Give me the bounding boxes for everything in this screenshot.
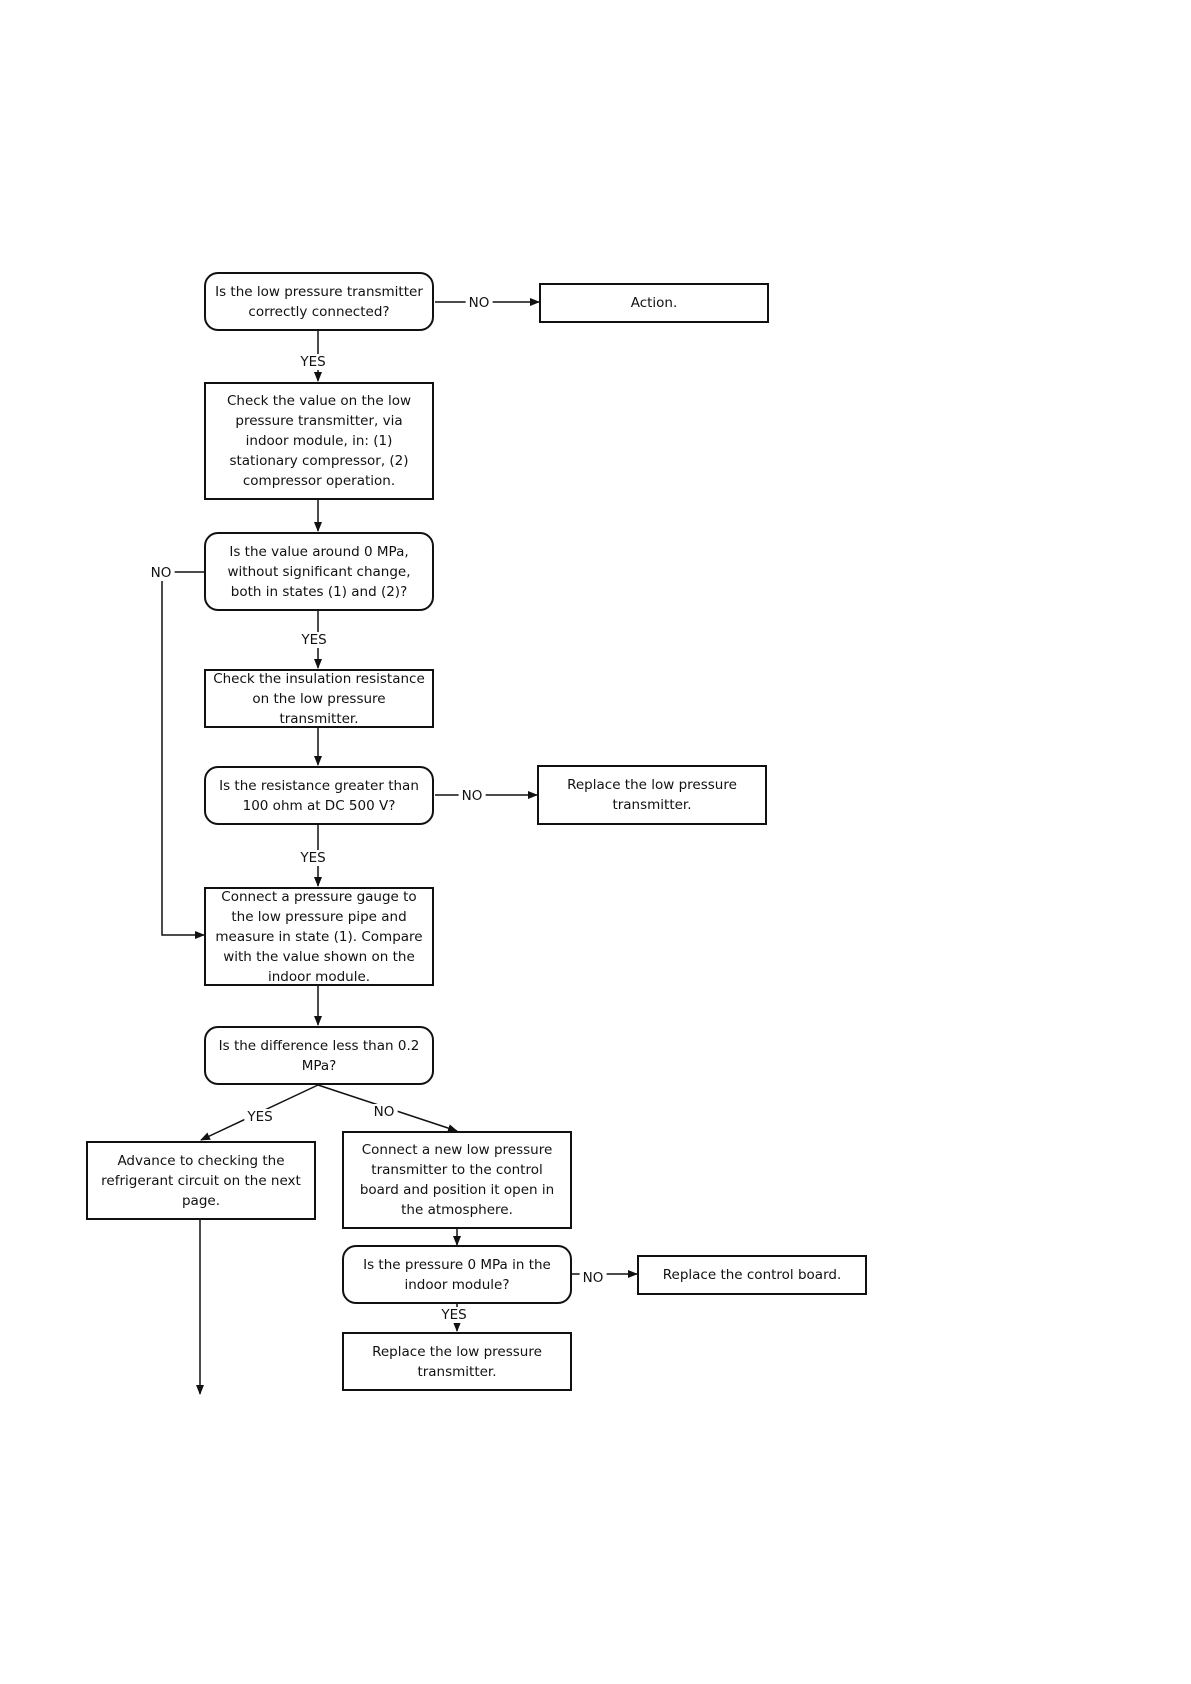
label-diff-yes: YES: [244, 1109, 276, 1125]
node-action: Action.: [539, 283, 769, 323]
node-q-value-zero-text: Is the value around 0 MPa, without signi…: [227, 543, 411, 600]
label-resistance-yes: YES: [297, 850, 329, 866]
node-q-resistance-text: Is the resistance greater than 100 ohm a…: [219, 777, 419, 814]
node-q-connected-text: Is the low pressure transmitter correctl…: [215, 283, 423, 320]
label-value-yes: YES: [298, 632, 330, 648]
node-replace-transmitter-2-text: Replace the low pressure transmitter.: [372, 1343, 542, 1380]
label-diff-no: NO: [370, 1104, 398, 1120]
node-connect-new-transmitter: Connect a new low pressure transmitter t…: [342, 1131, 572, 1229]
node-check-value: Check the value on the low pressure tran…: [204, 382, 434, 500]
node-replace-transmitter-2: Replace the low pressure transmitter.: [342, 1332, 572, 1391]
node-replace-transmitter-1-text: Replace the low pressure transmitter.: [567, 777, 737, 813]
node-check-insulation: Check the insulation resistance on the l…: [204, 669, 434, 728]
node-connect-new-transmitter-text: Connect a new low pressure transmitter t…: [359, 1142, 555, 1218]
label-value-no: NO: [147, 565, 175, 581]
node-q-value-zero: Is the value around 0 MPa, without signi…: [204, 532, 434, 611]
label-connected-yes: YES: [297, 354, 329, 370]
node-connect-gauge-text: Connect a pressure gauge to the low pres…: [215, 888, 423, 985]
node-replace-control-board: Replace the control board.: [637, 1255, 867, 1295]
node-advance-next-page: Advance to checking the refrigerant circ…: [86, 1141, 316, 1220]
node-q-difference: Is the difference less than 0.2 MPa?: [204, 1026, 434, 1085]
node-check-value-text: Check the value on the low pressure tran…: [226, 393, 412, 489]
node-replace-transmitter-1: Replace the low pressure transmitter.: [537, 765, 767, 825]
node-advance-next-page-text: Advance to checking the refrigerant circ…: [101, 1152, 301, 1209]
node-q-connected: Is the low pressure transmitter correctl…: [204, 272, 434, 331]
node-replace-control-board-text: Replace the control board.: [662, 1267, 842, 1283]
node-q-resistance: Is the resistance greater than 100 ohm a…: [204, 766, 434, 825]
node-q-pressure-zero-text: Is the pressure 0 MPa in the indoor modu…: [363, 1256, 551, 1293]
label-connected-no: NO: [465, 295, 493, 311]
node-q-pressure-zero: Is the pressure 0 MPa in the indoor modu…: [342, 1245, 572, 1304]
node-q-difference-text: Is the difference less than 0.2 MPa?: [218, 1037, 420, 1074]
label-resistance-no: NO: [458, 788, 486, 804]
node-action-text: Action.: [630, 295, 678, 311]
label-pressure-yes: YES: [438, 1307, 470, 1323]
label-pressure-no: NO: [579, 1270, 607, 1286]
edge-value-no: [161, 571, 205, 939]
node-connect-gauge: Connect a pressure gauge to the low pres…: [204, 887, 434, 986]
node-check-insulation-text: Check the insulation resistance on the l…: [213, 670, 425, 727]
